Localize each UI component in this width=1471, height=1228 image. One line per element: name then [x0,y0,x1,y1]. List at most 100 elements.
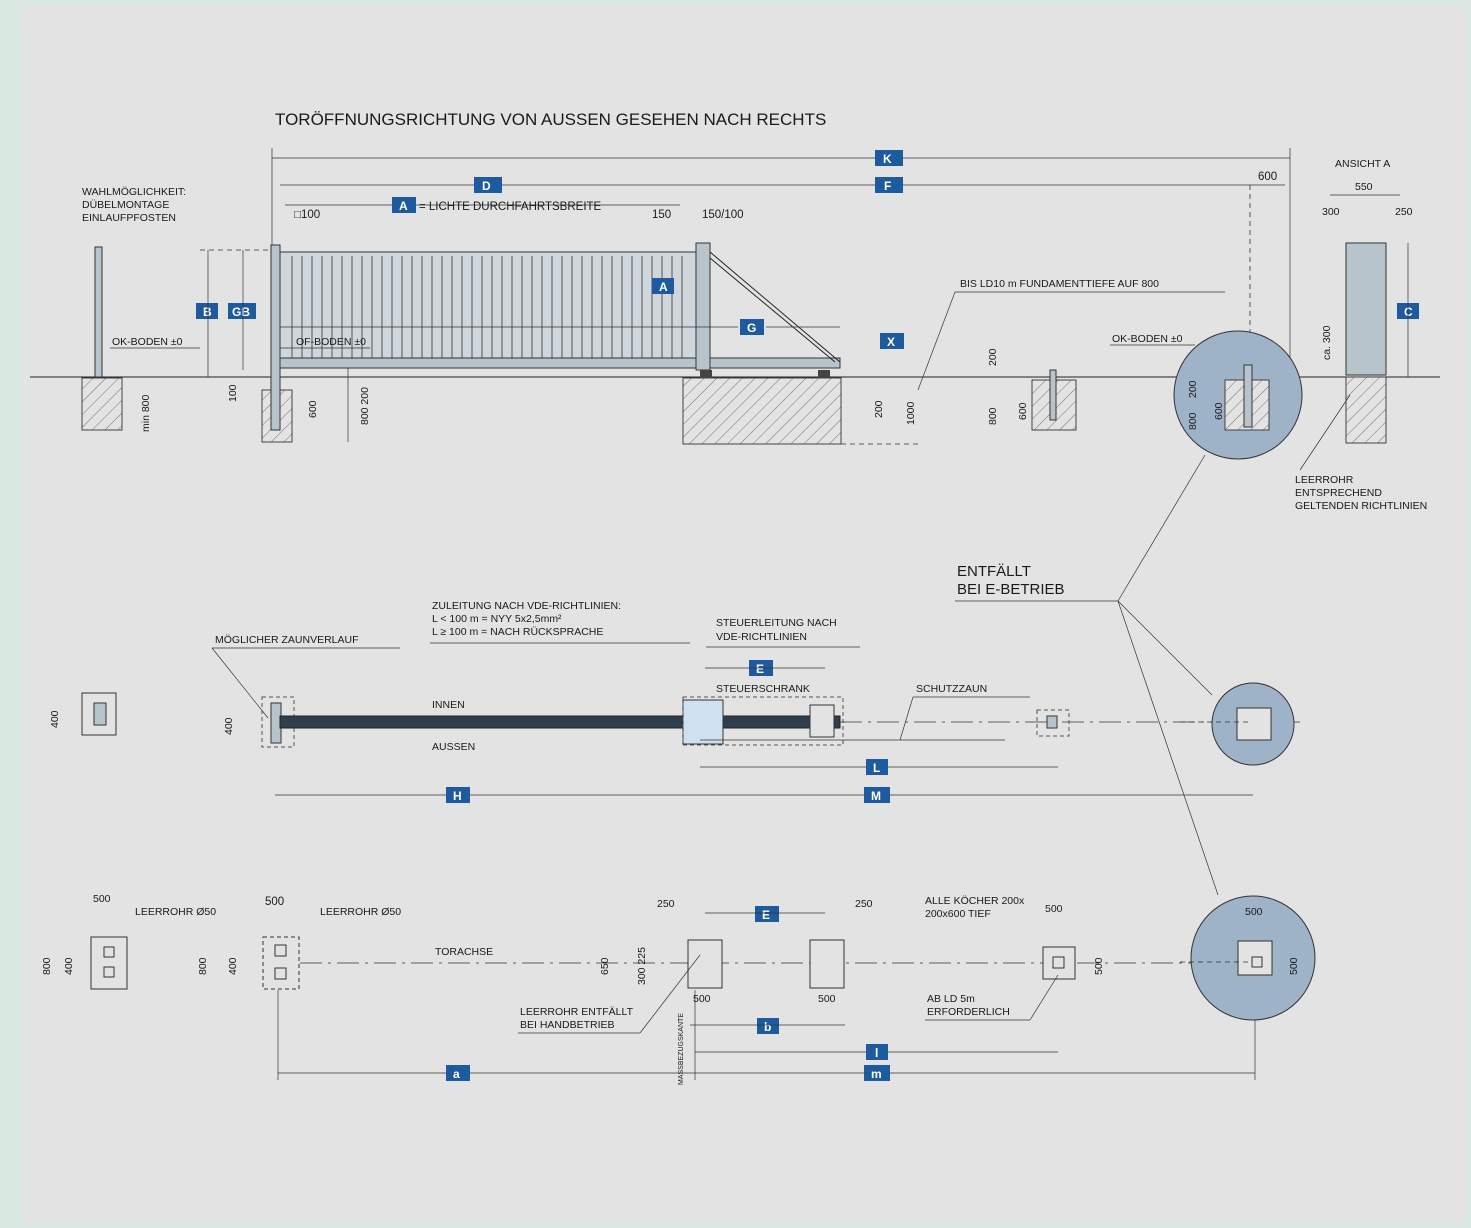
innen-label: INNEN [432,699,465,711]
dim-550: 550 [1355,181,1373,193]
of-boden-label: OF-BODEN ±0 [296,336,366,348]
left-hole-1 [274,944,287,957]
svg-text:A: A [659,280,668,294]
mid-quiver [1052,956,1065,969]
diagonal-brace [709,251,841,363]
badge-h: H [446,787,470,803]
dowel-hole-2 [103,966,115,978]
zaunverlauf-label: MÖGLICHER ZAUNVERLAUF [215,634,359,646]
dim-400-dowel-f: 400 [63,957,75,975]
left-hole-2 [274,967,287,980]
left-post-foundation-plan [262,936,300,990]
badge-b: B [196,303,218,319]
badge-a-lower: a [446,1065,470,1081]
view-a-post [1345,242,1387,376]
dim-600-mid: 600 [1017,402,1029,420]
svg-text:a: a [453,1067,460,1081]
dowel-hole-1 [103,946,115,958]
svg-text:D: D [482,179,491,193]
left-post [270,244,281,431]
badge-a-height: A [652,278,674,294]
svg-text:G: G [747,321,756,335]
koecher-1: ALLE KÖCHER 200x [925,895,1025,907]
dim-min800: min 800 [140,394,152,432]
svg-text:E: E [756,662,764,676]
badge-f: F [875,177,903,193]
dim-300-225: 300 225 [636,947,648,985]
leerrohr50-right: LEERROHR Ø50 [320,906,401,918]
ab-ld-2: ERFORDERLICH [927,1006,1010,1018]
entfaellt-leader-bottom [1117,600,1219,896]
mid-post-plan-inner [1046,715,1058,729]
main-block-rear [809,939,845,989]
dim-600-left: 600 [307,400,319,418]
ok-boden-label-left: OK-BODEN ±0 [112,336,183,348]
badge-l-upper: L [866,759,888,775]
end-post [695,242,711,371]
leerrohr-leader [1299,394,1351,471]
dim-250-right: 250 [855,898,873,910]
view-a-foundation [1345,376,1387,444]
leerrohr50-left: LEERROHR Ø50 [135,906,216,918]
steuerleitung-1: STEUERLEITUNG NACH [716,617,837,629]
zuleitung-1: ZULEITUNG NACH VDE-RICHTLINIEN: [432,600,621,612]
mid-post-plan [1036,709,1070,737]
svg-text:E: E [762,908,770,922]
dim-sq100: □100 [294,209,320,221]
dim-800-200: 800 200 [359,387,371,425]
svg-text:X: X [887,335,895,349]
side-note-3: EINLAUFPFOSTEN [82,212,176,224]
dim-500-mid-top: 500 [1045,903,1063,915]
ab-ld-1: AB LD 5m [927,993,975,1005]
view-a-title: ANSICHT A [1335,158,1390,170]
svg-text:C: C [1404,305,1413,319]
dim-250-left: 250 [657,898,675,910]
entfaellt-leader-top [1117,454,1206,602]
fundament-label: BIS LD10 m FUNDAMENTTIEFE AUF 800 [960,278,1159,290]
dim-200-mid: 200 [987,348,999,366]
badge-gb: GB [228,303,256,319]
leerrohr-hand-leader [639,954,701,1034]
svg-text:GB: GB [232,305,250,319]
svg-text:m: m [871,1067,882,1081]
dim-800-left-f: 800 [197,957,209,975]
side-note-2: DÜBELMONTAGE [82,199,169,211]
svg-text:B: B [203,305,212,319]
dim-650: 650 [599,957,611,975]
dim-150: 150 [652,209,671,221]
main-foundation [682,377,842,445]
tail-foundation-plan [809,704,835,738]
koecher-2: 200x600 TIEF [925,908,991,920]
dim-500-front: 500 [693,993,711,1005]
dim-600-detail: 600 [1213,402,1225,420]
zuleitung-2: L < 100 m = NYY 5x2,5mm² [432,613,562,625]
steuerleitung-2: VDE-RICHTLINIEN [716,631,807,643]
badge-a: A [392,197,416,213]
diagonal-brace-2 [709,257,836,363]
side-note-1: WAHLMÖGLICHKEIT: [82,186,186,198]
main-block-front [687,939,723,989]
leerrohr-note-2: ENTSPRECHEND [1295,487,1382,499]
dim-400-dowel: 400 [49,710,61,728]
svg-text:A: A [399,199,408,213]
dim-400-left-f: 400 [227,957,239,975]
badge-m-upper: M [864,787,890,803]
dim-500-mid-side: 500 [1093,957,1105,975]
dowel-foundation [81,377,123,431]
torachse-label: TORACHSE [435,946,493,958]
zuleitung-3: L ≥ 100 m = NACH RÜCKSPRACHE [432,626,603,638]
dim-400-left: 400 [223,717,235,735]
badge-d: D [474,177,502,193]
roller-2 [818,370,830,378]
svg-text:b: b [764,1020,771,1034]
drawing-title: TORÖFFNUNGSRICHTUNG VON AUSSEN GESEHEN N… [275,110,826,129]
dim-600: 600 [1258,171,1277,183]
roller-1 [700,370,712,378]
dim-250-a: 250 [1395,206,1413,218]
detail-post-top [1243,364,1253,428]
dowel-plan-post [93,702,107,726]
ab-ld-leader [1029,974,1059,1021]
dim-150-100: 150/100 [702,209,744,221]
dim-500-rear: 500 [818,993,836,1005]
dim-500-left: 500 [265,896,284,908]
